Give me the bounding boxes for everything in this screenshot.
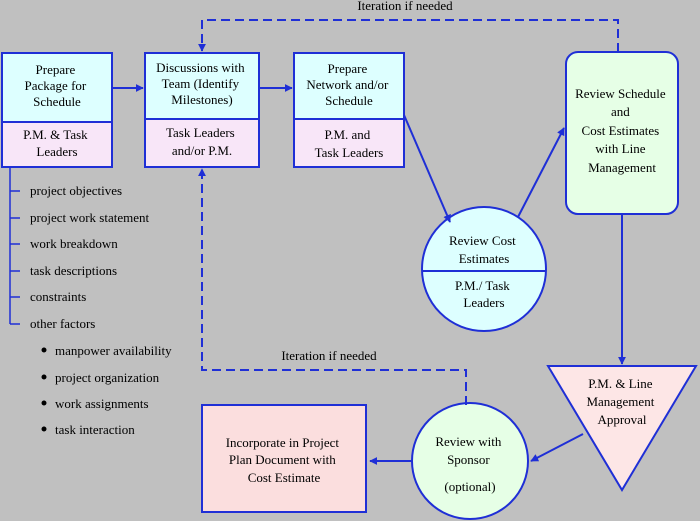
approval-triangle: P.M. & Line Management Approval [546, 365, 698, 492]
review-cost-owner: P.M./ Task Leaders [455, 278, 513, 310]
prepare-package-owner: P.M. & Task Leaders [23, 127, 91, 159]
prepare-package-owner-cell [1, 121, 113, 168]
arrow-approval-to-sponsor [530, 433, 584, 462]
bullet-icon [41, 426, 47, 432]
iteration-loop-top [198, 19, 619, 52]
discussions-title-cell [144, 52, 260, 120]
other-factors-list: manpower availability project organizati… [41, 343, 172, 437]
review-sponsor-label: Review with Sponsor (optional) [435, 434, 504, 494]
incorporate-shape [201, 404, 367, 513]
discussions-owner-cell [144, 118, 260, 168]
review-sponsor-shape [411, 402, 529, 520]
prepare-network-owner-cell [293, 118, 405, 168]
incorporate-label: Incorporate in Project Plan Document wit… [226, 435, 343, 485]
approval-label: P.M. & Line Management Approval [586, 376, 657, 427]
bullet-icon [41, 374, 47, 380]
input-item: constraints [30, 289, 86, 304]
review-cost-circle: Review Cost Estimates P.M./ Task Leaders [421, 206, 547, 332]
prepare-network-title-cell [293, 52, 405, 120]
prepare-network-title: Prepare Network and/or Schedule [306, 61, 391, 108]
other-factor-item: project organization [55, 370, 160, 385]
inputs-tree: project objectives project work statemen… [9, 167, 172, 437]
review-sponsor-circle: Review with Sponsor (optional) [411, 402, 529, 520]
other-factor-item: manpower availability [55, 343, 172, 358]
iteration-loop-middle [198, 168, 467, 405]
input-item: other factors [30, 316, 95, 331]
prepare-package-box: Prepare Package for Schedule P.M. & Task… [1, 52, 113, 168]
review-cost-title: Review Cost Estimates [449, 233, 519, 266]
prepare-network-box: Prepare Network and/or Schedule P.M. and… [293, 52, 405, 168]
bullet-icon [41, 400, 47, 406]
approval-shape [546, 365, 698, 492]
other-factor-item: work assignments [55, 396, 149, 411]
arrow-network-to-review-cost [403, 114, 451, 223]
inputs-list: project objectives project work statemen… [10, 183, 150, 331]
incorporate-box: Incorporate in Project Plan Document wit… [201, 404, 367, 513]
other-factor-item: task interaction [55, 422, 135, 437]
prepare-package-title-cell [1, 52, 113, 123]
discussions-owner: Task Leaders and/or P.M. [166, 125, 238, 158]
input-item: project work statement [30, 210, 150, 225]
review-cost-shape [421, 206, 547, 332]
arrow-review-cost-to-review-schedule [517, 127, 565, 218]
review-schedule-label: Review Schedule and Cost Estimates with … [575, 86, 669, 175]
input-item: task descriptions [30, 263, 117, 278]
iteration-label-middle: Iteration if needed [281, 348, 377, 363]
prepare-network-owner: P.M. and Task Leaders [315, 127, 384, 160]
iteration-label-top: Iteration if needed [357, 0, 453, 13]
discussions-box: Discussions with Team (Identify Mileston… [144, 52, 260, 168]
input-item: work breakdown [30, 236, 118, 251]
input-item: project objectives [30, 183, 122, 198]
bullet-icon [41, 347, 47, 353]
discussions-title: Discussions with Team (Identify Mileston… [156, 60, 248, 107]
review-schedule-box: Review Schedule and Cost Estimates with … [565, 51, 679, 215]
prepare-package-title: Prepare Package for Schedule [25, 62, 90, 109]
